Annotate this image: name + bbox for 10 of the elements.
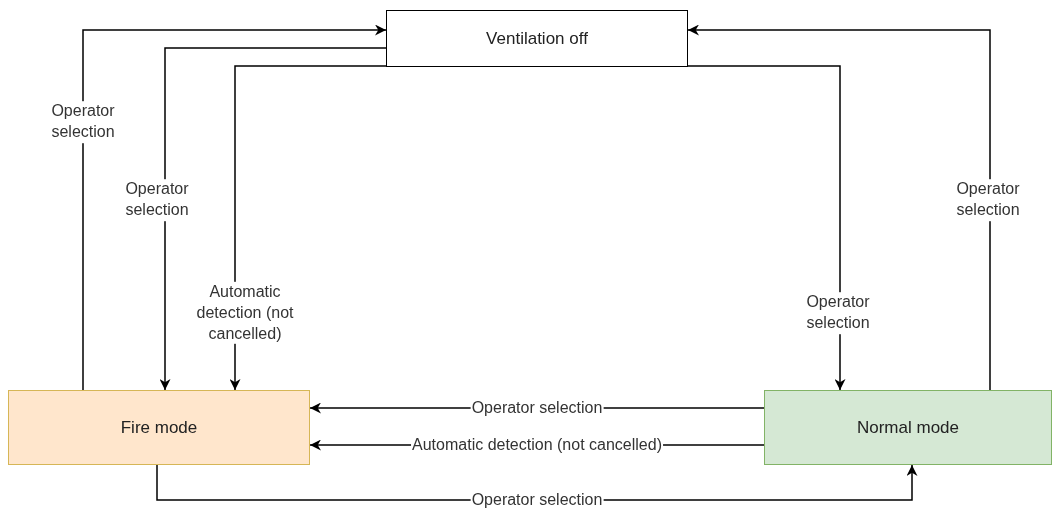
node-label: Ventilation off [486,28,588,49]
node-label: Fire mode [120,417,198,438]
state-box [764,390,1052,465]
arrow [687,65,846,391]
arrow [82,24,387,391]
arrow [159,47,387,391]
state-box [386,10,688,67]
node-label: Normal mode [856,417,959,438]
state-box [8,390,310,465]
arrow [687,24,991,391]
